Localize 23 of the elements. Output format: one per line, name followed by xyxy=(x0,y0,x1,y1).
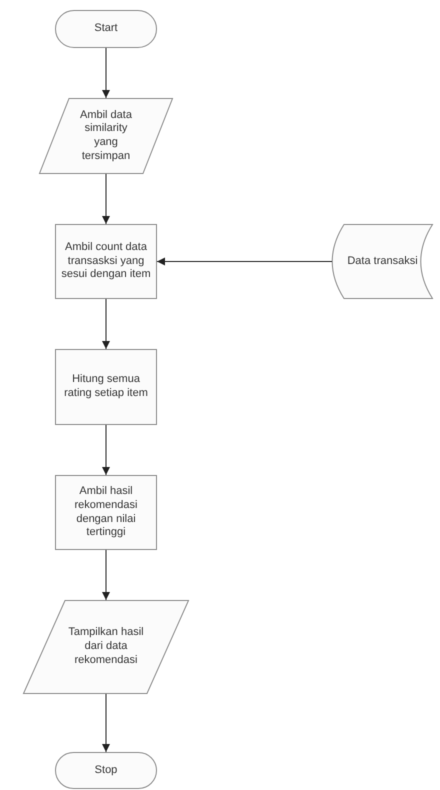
data-parallelogram xyxy=(23,600,189,694)
step-text: Start xyxy=(93,22,119,36)
process-box xyxy=(55,224,157,299)
step-text: Data transaksi xyxy=(346,254,419,268)
process-box xyxy=(55,475,157,550)
arrow xyxy=(156,258,332,266)
arrow xyxy=(102,48,110,98)
process-box xyxy=(55,349,157,425)
arrow xyxy=(102,694,110,752)
terminal-shape xyxy=(55,752,157,789)
step-text: Ambil data similarity yang tersimpan xyxy=(79,108,133,164)
step-text: Ambil count data transasksi yang sesui dengan item xyxy=(60,240,152,282)
step-text: Stop xyxy=(94,764,118,778)
arrow xyxy=(102,424,110,476)
terminal-shape xyxy=(55,10,157,48)
step-text: Tampilkan hasil dari data rekomendasi xyxy=(67,626,145,668)
step-text: Hitung semua rating setiap item xyxy=(63,373,149,401)
arrow xyxy=(102,298,110,350)
arrow xyxy=(102,174,110,224)
step-text: Ambil hasil rekomendasi dengan nilai tertinggi xyxy=(74,485,138,540)
data-parallelogram xyxy=(39,98,173,174)
stored-data-shape xyxy=(332,224,433,299)
arrow xyxy=(102,550,110,600)
